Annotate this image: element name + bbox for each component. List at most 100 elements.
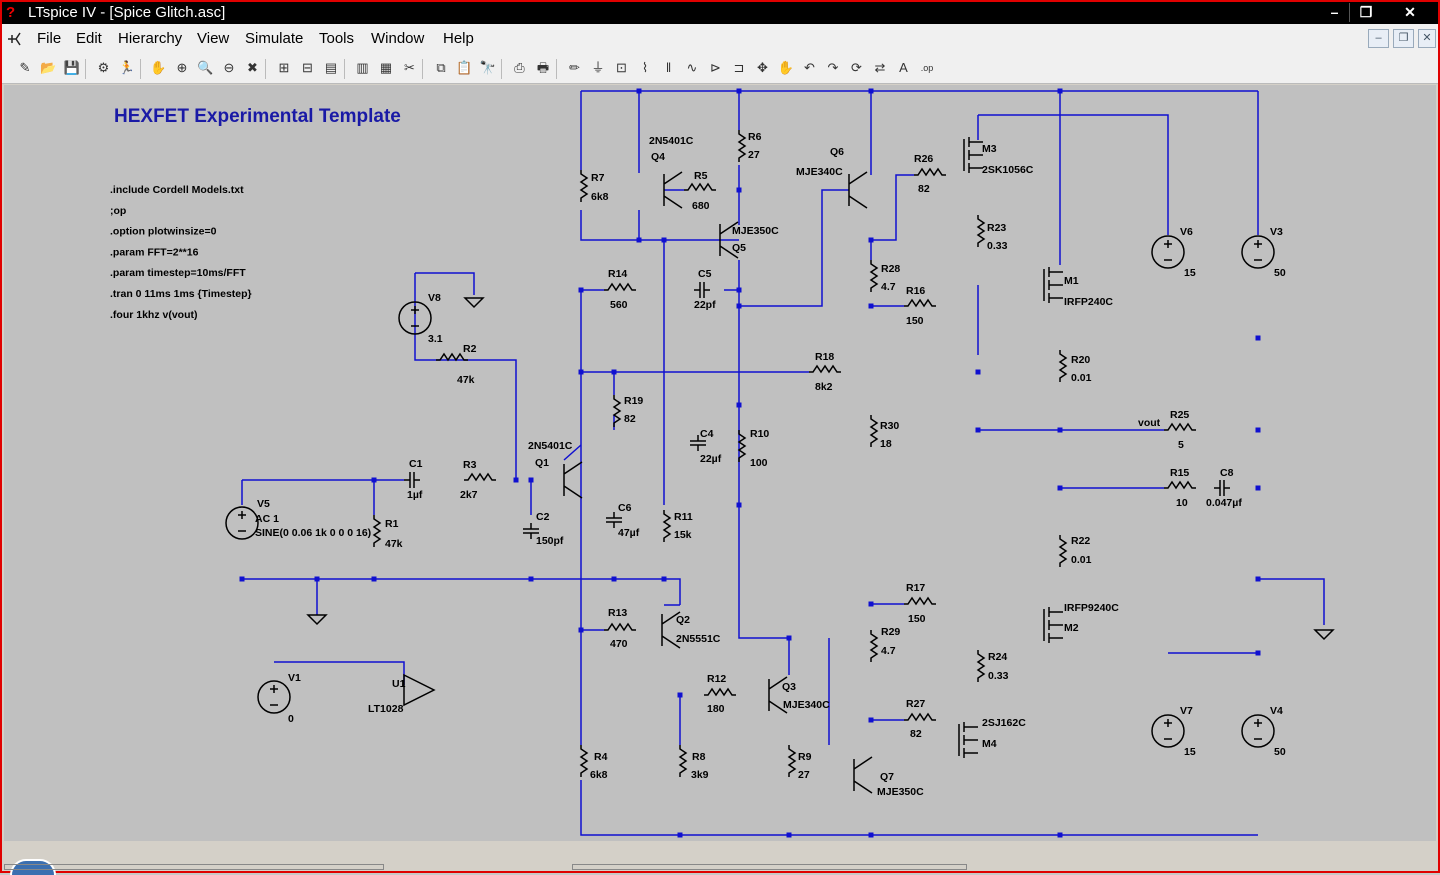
zoom-out-icon[interactable]: ⊖	[223, 60, 235, 75]
transistor-Q1[interactable]	[563, 461, 583, 499]
opamp-U1[interactable]	[403, 673, 436, 707]
inductor-icon[interactable]: ∿	[686, 60, 698, 75]
text-icon[interactable]: A	[899, 60, 908, 75]
resistor-R23[interactable]	[976, 215, 986, 247]
paste-icon[interactable]: 📋	[456, 60, 473, 75]
schematic-doc-icon[interactable]	[6, 29, 26, 49]
mdi-minimize-button[interactable]: –	[1368, 29, 1389, 48]
capacitor-C4[interactable]	[690, 435, 706, 451]
spice-directive[interactable]: .four 1khz v(vout)	[110, 309, 198, 321]
mosfet-M2[interactable]	[1043, 607, 1063, 643]
resistor-R8[interactable]	[678, 745, 688, 777]
title-bar[interactable]: ? LTspice IV - [Spice Glitch.asc] – ❐ ✕	[2, 2, 1438, 24]
resistor-R5[interactable]	[684, 182, 716, 192]
resistor-R10[interactable]	[737, 430, 747, 462]
menu-file[interactable]: File	[37, 30, 62, 47]
find-icon[interactable]: 🔭	[479, 60, 497, 75]
resistor-R12[interactable]	[704, 687, 736, 697]
label-net-icon[interactable]: ⊡	[616, 60, 627, 75]
resistor-R30[interactable]	[869, 415, 879, 447]
resistor-R22[interactable]	[1058, 535, 1068, 567]
voltage-source-V8[interactable]	[398, 301, 432, 335]
minimize-button[interactable]: –	[1320, 3, 1350, 22]
resistor-R25[interactable]	[1164, 422, 1196, 432]
draw-wire-icon[interactable]: ✏	[569, 60, 580, 75]
resistor-R17[interactable]	[904, 596, 936, 606]
print-setup-icon[interactable]: ⎙	[514, 60, 525, 75]
spice-directive-icon[interactable]: .op	[920, 63, 934, 73]
spice-directive[interactable]: .include Cordell Models.txt	[110, 184, 244, 196]
spice-directive[interactable]: ;op	[110, 205, 126, 217]
save-icon[interactable]: 💾	[63, 60, 81, 75]
capacitor-C2[interactable]	[523, 523, 539, 539]
resistor-R2[interactable]	[436, 352, 468, 362]
zoom-cancel-icon[interactable]: ✖	[247, 60, 258, 75]
autoscale-icon[interactable]: ⊞	[278, 60, 290, 75]
ground-icon[interactable]: ⏚	[591, 60, 605, 75]
capacitor-icon[interactable]: ‖	[665, 60, 672, 75]
cut-icon[interactable]: ✂	[404, 60, 415, 75]
resistor-R1[interactable]	[372, 515, 382, 547]
pan-icon[interactable]: 🔍	[197, 60, 214, 75]
capacitor-C1[interactable]	[404, 472, 420, 488]
resistor-R3[interactable]	[464, 472, 496, 482]
resistor-R26[interactable]	[914, 167, 946, 177]
new-schematic-icon[interactable]: ✎	[19, 60, 31, 75]
tile-vertical-icon[interactable]: ▦	[379, 60, 393, 75]
resistor-R20[interactable]	[1058, 350, 1068, 382]
voltage-source-V7[interactable]	[1151, 714, 1185, 748]
resistor-R24[interactable]	[976, 650, 986, 682]
run-icon[interactable]: 🏃	[118, 60, 136, 75]
schematic-canvas[interactable]: HEXFET Experimental Template .include Co…	[4, 85, 1436, 841]
capacitor-C5[interactable]	[694, 282, 710, 298]
mosfet-M3[interactable]	[963, 137, 983, 173]
cascade-icon[interactable]: ▥	[356, 60, 369, 75]
resistor-R27[interactable]	[904, 712, 936, 722]
transistor-Q5[interactable]	[719, 221, 739, 259]
transistor-Q2[interactable]	[661, 611, 681, 649]
menu-tools[interactable]: Tools	[319, 30, 355, 47]
spice-directives[interactable]: .include Cordell Models.txt;op.option pl…	[110, 184, 252, 321]
open-icon[interactable]: 📂	[40, 60, 57, 75]
rotate-icon[interactable]: ⟳	[851, 60, 862, 75]
mdi-restore-button[interactable]: ❐	[1393, 29, 1414, 48]
resistor-icon[interactable]: ⌇	[641, 60, 649, 75]
zoom-fit-icon[interactable]: ⊟	[302, 60, 313, 75]
move-icon[interactable]: ✥	[757, 60, 768, 75]
voltage-source-V3[interactable]	[1241, 235, 1275, 269]
control-panel-icon[interactable]: ⚙	[97, 60, 110, 75]
resistor-R11[interactable]	[662, 510, 672, 542]
schematic-drawing[interactable]: HEXFET Experimental Template .include Co…	[4, 85, 1436, 841]
net-label-vout[interactable]: vout	[1138, 417, 1161, 429]
undo-icon[interactable]: ↶	[804, 60, 815, 75]
component-icon[interactable]: ⊐	[733, 60, 745, 75]
transistor-Q6[interactable]	[848, 171, 868, 209]
transistor-Q7[interactable]	[853, 756, 873, 794]
redo-icon[interactable]: ↷	[827, 60, 839, 75]
resistor-R6[interactable]	[737, 130, 747, 162]
resistor-R7[interactable]	[579, 170, 589, 202]
drag-icon[interactable]: ✋	[777, 60, 795, 75]
mosfet-M1[interactable]	[1043, 267, 1063, 303]
capacitor-C8[interactable]	[1214, 480, 1230, 496]
resistor-R14[interactable]	[604, 282, 636, 292]
print-icon[interactable]: 🖶	[536, 60, 550, 75]
copy-icon[interactable]: ⧉	[436, 60, 446, 75]
close-button[interactable]: ✕	[1384, 3, 1436, 22]
maximize-button[interactable]: ❐	[1359, 4, 1373, 20]
spice-directive[interactable]: .param timestep=10ms/FFT	[110, 267, 246, 279]
components[interactable]	[225, 130, 1335, 794]
mosfet-M4[interactable]	[958, 722, 978, 758]
voltage-source-V1[interactable]	[257, 680, 291, 714]
menu-simulate[interactable]: Simulate	[245, 30, 304, 47]
mdi-close-button[interactable]: ✕	[1418, 29, 1436, 48]
transistor-Q3[interactable]	[768, 676, 788, 714]
spice-directive[interactable]: .tran 0 11ms 1ms {Timestep}	[110, 288, 252, 300]
mirror-icon[interactable]: ⇄	[874, 60, 886, 75]
voltage-source-V5[interactable]	[225, 506, 259, 540]
capacitor-C6[interactable]	[606, 512, 622, 528]
diode-icon[interactable]: ⊳	[710, 60, 721, 75]
resistor-R19[interactable]	[612, 395, 622, 427]
menu-view[interactable]: View	[197, 30, 230, 47]
menu-edit[interactable]: Edit	[76, 30, 102, 47]
